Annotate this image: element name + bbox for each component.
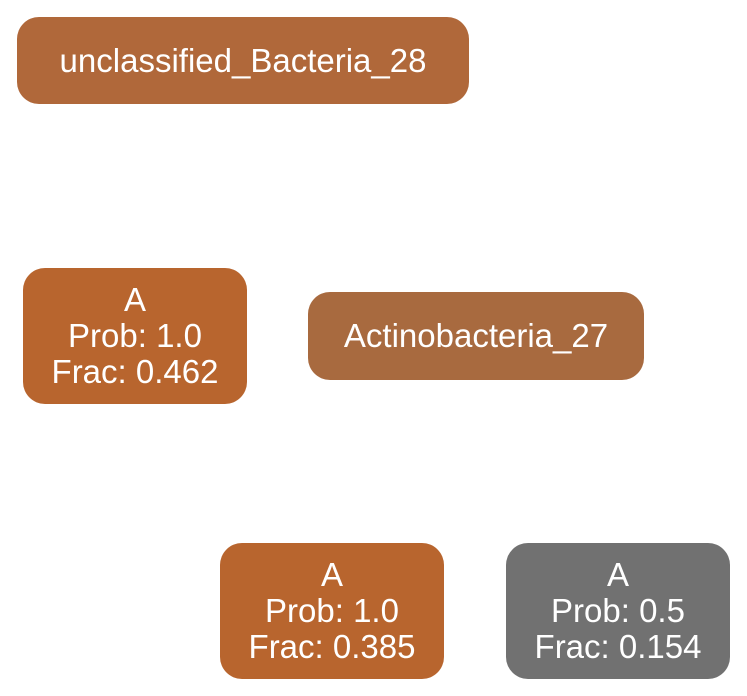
- leaf-frac: Frac: 0.385: [248, 628, 416, 665]
- leaf-frac: Frac: 0.462: [51, 353, 219, 390]
- node-label: Actinobacteria_27: [343, 317, 609, 354]
- leaf-name: A: [320, 556, 343, 593]
- leaf-frac: Frac: 0.154: [534, 628, 702, 665]
- node-label: unclassified_Bacteria_28: [59, 41, 427, 79]
- leaf-node-a-3: A Prob: 0.5 Frac: 0.154: [506, 543, 730, 679]
- leaf-name: A: [123, 281, 146, 318]
- leaf-node-a-2: A Prob: 1.0 Frac: 0.385: [220, 543, 444, 679]
- leaf-node-a-1: A Prob: 1.0 Frac: 0.462: [23, 268, 247, 404]
- leaf-prob: Prob: 0.5: [551, 592, 685, 629]
- leaf-prob: Prob: 1.0: [265, 592, 399, 629]
- node-actinobacteria: Actinobacteria_27: [308, 292, 644, 380]
- leaf-name: A: [606, 556, 629, 593]
- leaf-prob: Prob: 1.0: [68, 317, 202, 354]
- node-unclassified-bacteria: unclassified_Bacteria_28: [17, 17, 469, 104]
